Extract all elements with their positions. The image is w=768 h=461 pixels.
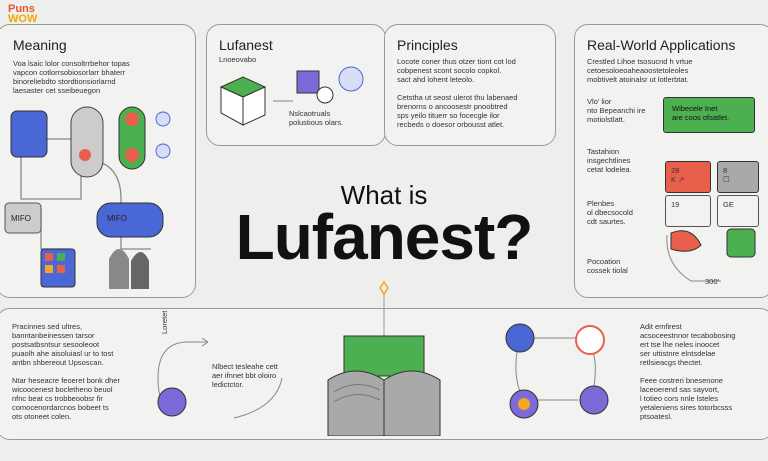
brand-line-2: WOW	[8, 13, 38, 25]
applications-tag: 300'	[705, 277, 719, 286]
applications-green-box: Wibecele Inet are coos ofsatlet.	[663, 97, 755, 133]
principles-title: Principles	[397, 37, 458, 53]
settings-icon	[575, 325, 605, 355]
lufanest-panel: Lufanest Lnoeovabo Nslcaotruals polustio…	[206, 24, 386, 146]
applications-label-4: Pocoation cossek tiolal	[587, 257, 628, 275]
book-top	[343, 335, 425, 377]
brand-line-1: Puns	[8, 3, 35, 15]
link-icon	[505, 323, 535, 353]
principles-text-1: Locote coner thus otzer tiont cot lod co…	[397, 57, 516, 84]
lufanest-title: Lufanest	[219, 37, 273, 53]
lufanest-subtitle: Lnoeovabo	[219, 55, 257, 64]
applications-connectors	[666, 228, 756, 282]
principles-text-2: Cetstha ut seost ulerot thu labenaed bre…	[397, 93, 518, 129]
book-illustration	[327, 280, 441, 436]
applications-panel: Real-World Applications Crestled Lihoe t…	[574, 24, 768, 298]
globe-icon	[338, 66, 364, 92]
leaf-icon	[726, 228, 756, 258]
applications-title: Real-World Applications	[587, 37, 736, 53]
bottom-right-text-2: Feee costreri bnesenone laceoerend sas s…	[640, 376, 733, 421]
hero-title: Lufanest?	[235, 201, 534, 273]
meaning-title: Meaning	[13, 37, 67, 53]
hero-prefix: What is	[340, 180, 428, 210]
lufanest-text: Nslcaotruals polustious olars.	[289, 109, 344, 127]
meaning-panel: Meaning Voa lsaic lolor consoltrrbehor t…	[0, 24, 196, 298]
applications-tile-gray: 8 ☐	[717, 161, 759, 193]
tools-icon	[157, 387, 187, 417]
applications-tile-4-text: GE	[723, 200, 734, 209]
mifo-label-1: MIFO	[11, 214, 31, 223]
meaning-diagram	[4, 106, 171, 289]
cube-icon	[296, 70, 320, 94]
bottom-left-flow	[157, 337, 283, 419]
applications-green-box-text: Wibecele Inet are coos ofsatlet.	[672, 104, 730, 122]
mifo-box-1	[4, 202, 42, 234]
principles-panel: Principles Locote coner thus otzer tiont…	[384, 24, 556, 146]
small-node-icon	[155, 111, 171, 127]
bottom-left-text-2: Ntar heseacre feoeret bonk dher wicoocen…	[12, 376, 120, 421]
applications-tile-red: 28 K ↗	[665, 161, 711, 193]
bottom-left-center: Nlbect tesleahe cett aer ifnnet bbt oloi…	[212, 362, 278, 389]
mifo-box-2	[96, 202, 164, 238]
gray-pill	[70, 106, 104, 178]
applications-label-1: Vlo' lior nto Bepeanchi ire motiolstlatt…	[587, 97, 646, 124]
applications-tile-2-text: 8 ☐	[723, 166, 730, 184]
applications-label-3: Plenbes ol dbecsocold cdt saurtes.	[587, 199, 633, 226]
applications-tile-3: 19	[665, 195, 711, 227]
meaning-text: Voa lsaic lolor consoltrrbehor topas vap…	[13, 59, 130, 95]
applications-label-2: Tastahion insgechtlines cetat lodelea.	[587, 147, 632, 174]
applications-tile-4: GE	[717, 195, 759, 227]
mifo-label-2: MIFO	[107, 214, 127, 223]
applications-tile-1-text: 28 K ↗	[671, 166, 685, 184]
bottom-left-vertical: Loretet	[160, 310, 169, 334]
brand-logo: Puns WOW	[8, 3, 38, 25]
bottom-left-text-1: Pracinnes sed ultres, banntanbeinessen t…	[12, 322, 114, 367]
applications-tile-3-text: 19	[671, 200, 680, 209]
bottom-right-text-1: Adit emfirest acsoceestnnor tecabobosing…	[640, 322, 736, 367]
blue-module	[10, 110, 48, 158]
chat-icon	[579, 385, 609, 415]
bottom-right-diagram	[505, 323, 609, 419]
applications-text: Crestled Lihoe tsosucnd h vrtue cetoesol…	[587, 57, 693, 84]
lufanest-illustration	[219, 66, 364, 126]
